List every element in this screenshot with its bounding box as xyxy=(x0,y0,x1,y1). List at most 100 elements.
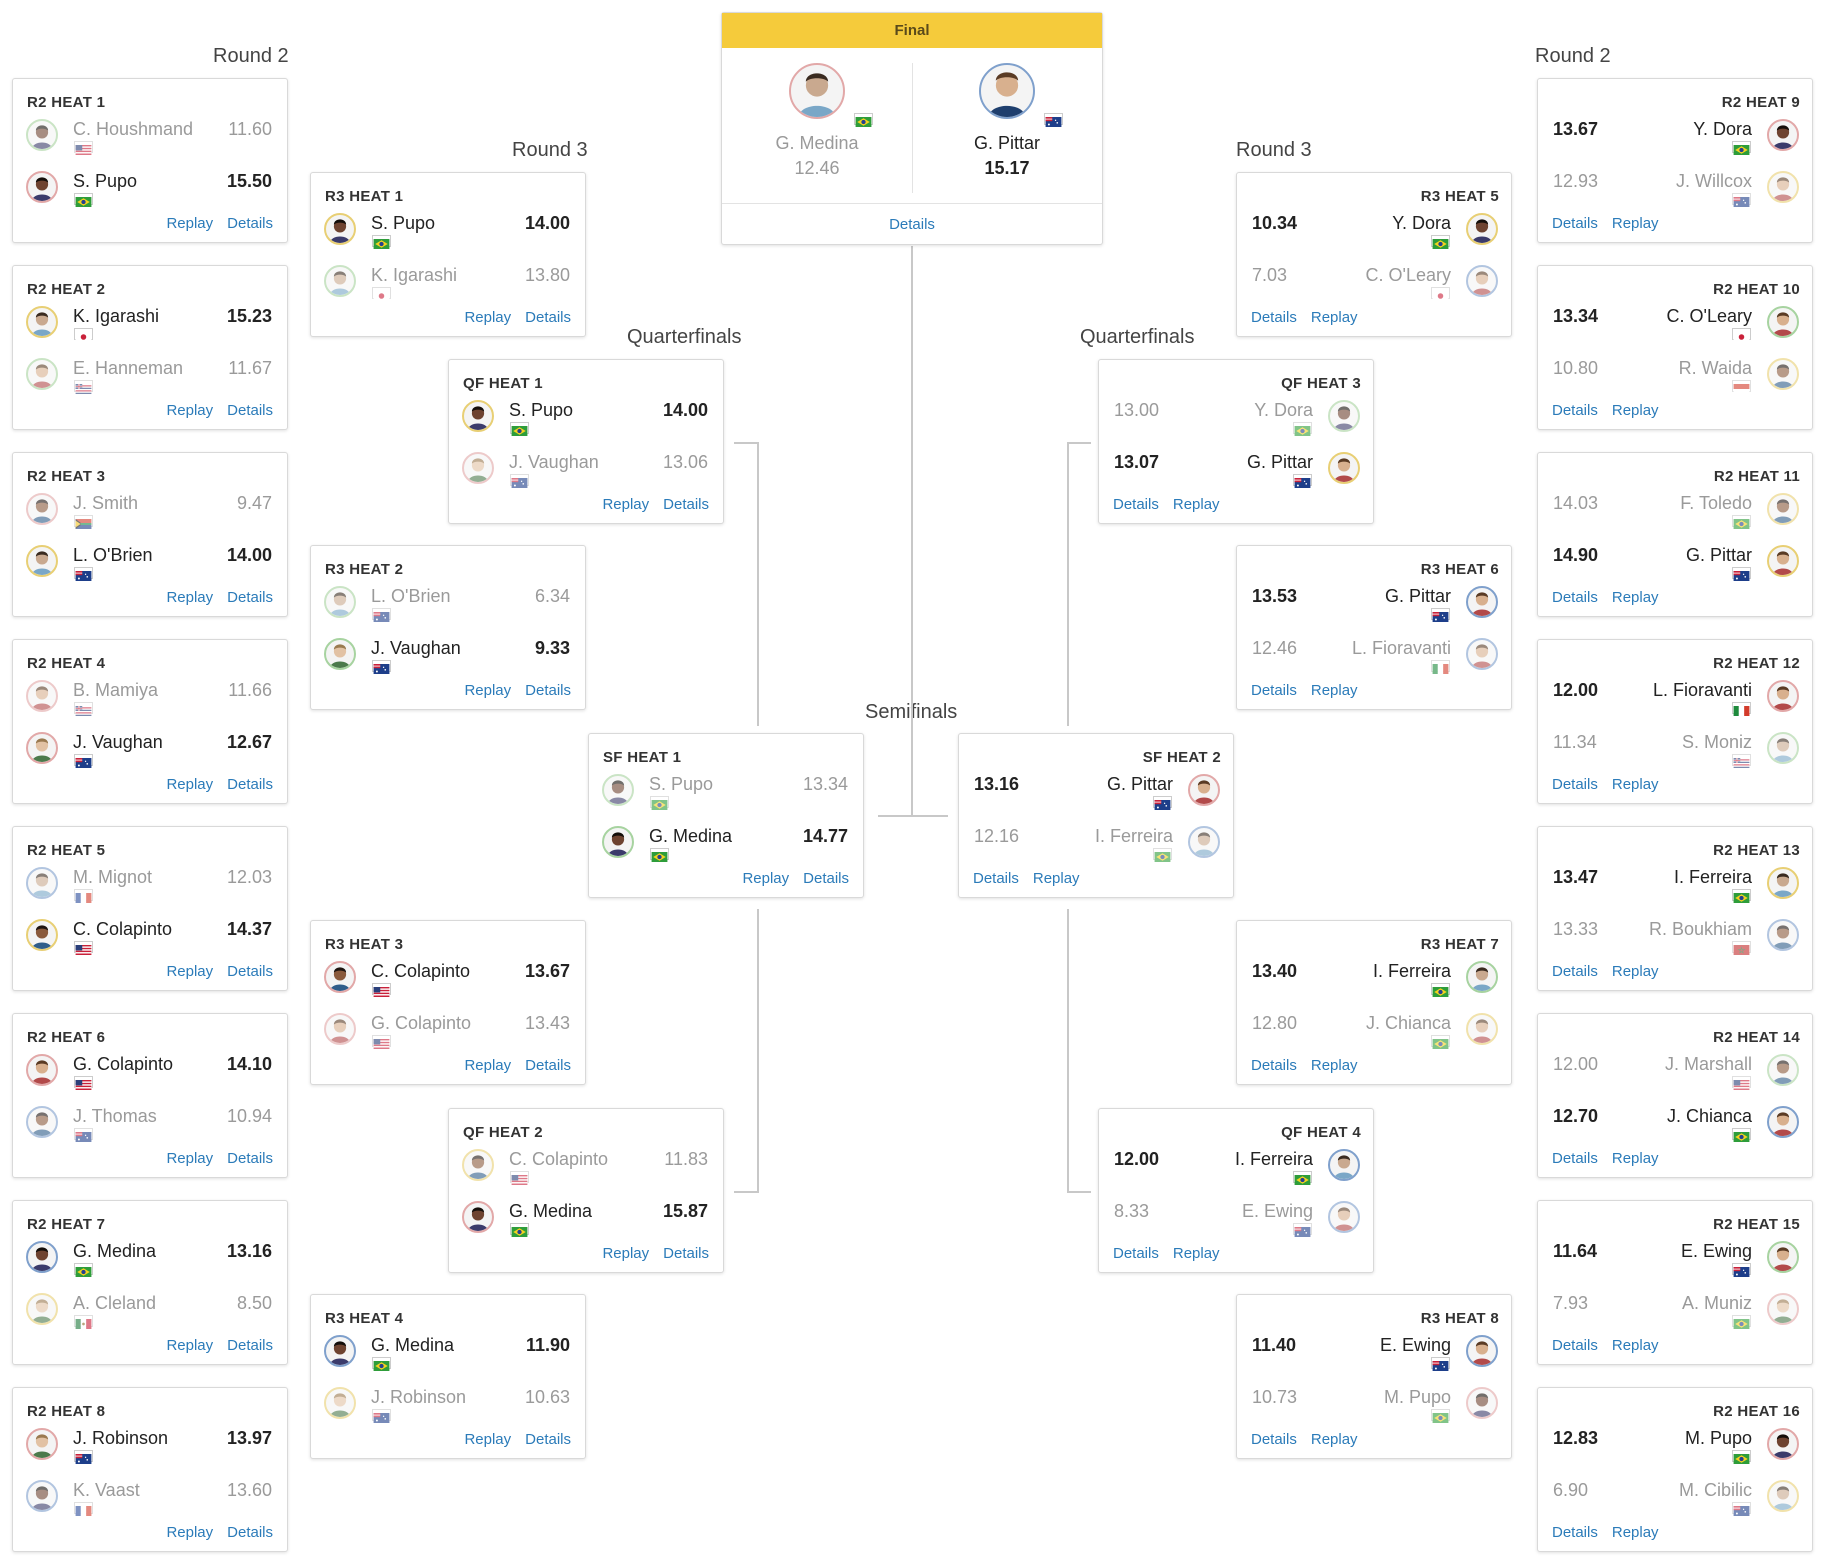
replay-link[interactable]: Replay xyxy=(1310,1431,1358,1448)
details-link[interactable]: Details xyxy=(227,1337,273,1354)
replay-link[interactable]: Replay xyxy=(1611,402,1659,419)
details-link[interactable]: Details xyxy=(1113,1245,1159,1262)
details-link[interactable]: Details xyxy=(1251,682,1297,699)
replay-link[interactable]: Replay xyxy=(166,1337,214,1354)
details-link[interactable]: Details xyxy=(1552,776,1598,793)
replay-link[interactable]: Replay xyxy=(166,215,214,232)
details-link[interactable]: Details xyxy=(1552,1337,1598,1354)
replay-link[interactable]: Replay xyxy=(166,1524,214,1541)
replay-link[interactable]: Replay xyxy=(1611,1337,1659,1354)
replay-link[interactable]: Replay xyxy=(1611,776,1659,793)
details-link[interactable]: Details xyxy=(1552,1150,1598,1167)
details-link[interactable]: Details xyxy=(1251,309,1297,326)
replay-link[interactable]: Replay xyxy=(1611,215,1659,232)
final-details-link[interactable]: Details xyxy=(889,216,935,233)
replay-link[interactable]: Replay xyxy=(1310,682,1358,699)
details-link[interactable]: Details xyxy=(227,215,273,232)
replay-link[interactable]: Replay xyxy=(1172,496,1220,513)
details-link[interactable]: Details xyxy=(663,1245,709,1262)
details-link[interactable]: Details xyxy=(227,776,273,793)
replay-link[interactable]: Replay xyxy=(1611,1524,1659,1541)
replay-link[interactable]: Replay xyxy=(166,402,214,419)
replay-link[interactable]: Replay xyxy=(1310,309,1358,326)
replay-link[interactable]: Replay xyxy=(1611,963,1659,980)
details-link[interactable]: Details xyxy=(1552,963,1598,980)
replay-link[interactable]: Replay xyxy=(602,496,650,513)
details-link[interactable]: Details xyxy=(1552,215,1598,232)
details-link[interactable]: Details xyxy=(227,402,273,419)
replay-link[interactable]: Replay xyxy=(742,870,790,887)
details-link[interactable]: Details xyxy=(525,682,571,699)
details-link[interactable]: Details xyxy=(1113,496,1159,513)
details-link[interactable]: Details xyxy=(227,1524,273,1541)
details-link[interactable]: Details xyxy=(227,963,273,980)
replay-link[interactable]: Replay xyxy=(1032,870,1080,887)
details-link[interactable]: Details xyxy=(1552,402,1598,419)
replay-link[interactable]: Replay xyxy=(166,963,214,980)
details-link[interactable]: Details xyxy=(803,870,849,887)
replay-link[interactable]: Replay xyxy=(1310,1057,1358,1074)
details-link[interactable]: Details xyxy=(227,589,273,606)
replay-link[interactable]: Replay xyxy=(1611,589,1659,606)
replay-link[interactable]: Replay xyxy=(166,776,214,793)
replay-link[interactable]: Replay xyxy=(166,1150,214,1167)
details-link[interactable]: Details xyxy=(525,309,571,326)
details-link[interactable]: Details xyxy=(663,496,709,513)
replay-link[interactable]: Replay xyxy=(464,309,512,326)
details-link[interactable]: Details xyxy=(1251,1057,1297,1074)
details-link[interactable]: Details xyxy=(227,1150,273,1167)
details-link[interactable]: Details xyxy=(1251,1431,1297,1448)
details-link[interactable]: Details xyxy=(525,1057,571,1074)
replay-link[interactable]: Replay xyxy=(166,589,214,606)
